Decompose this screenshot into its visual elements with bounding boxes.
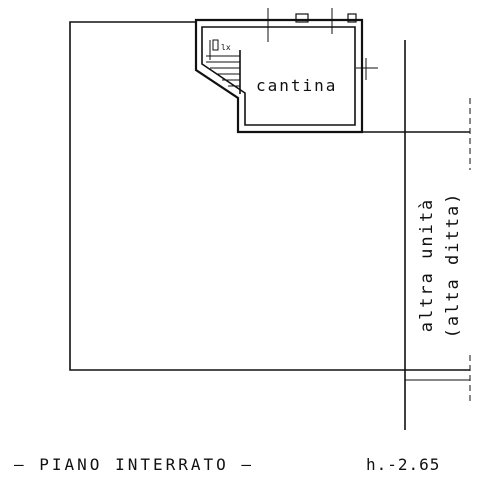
adjacent-unit-label: altra unità xyxy=(417,198,437,333)
stair-icon xyxy=(206,39,241,94)
floor-height: h.-2.65 xyxy=(366,455,440,474)
cellar-walls xyxy=(194,8,378,134)
adjacent-unit-note: (alta ditta) xyxy=(443,192,463,339)
floor-caption: — PIANO INTERRATO — xyxy=(14,455,254,474)
lot-boundary xyxy=(69,21,471,430)
room-label-cantina: cantina xyxy=(256,76,337,95)
stair-mark: lx xyxy=(221,43,231,52)
